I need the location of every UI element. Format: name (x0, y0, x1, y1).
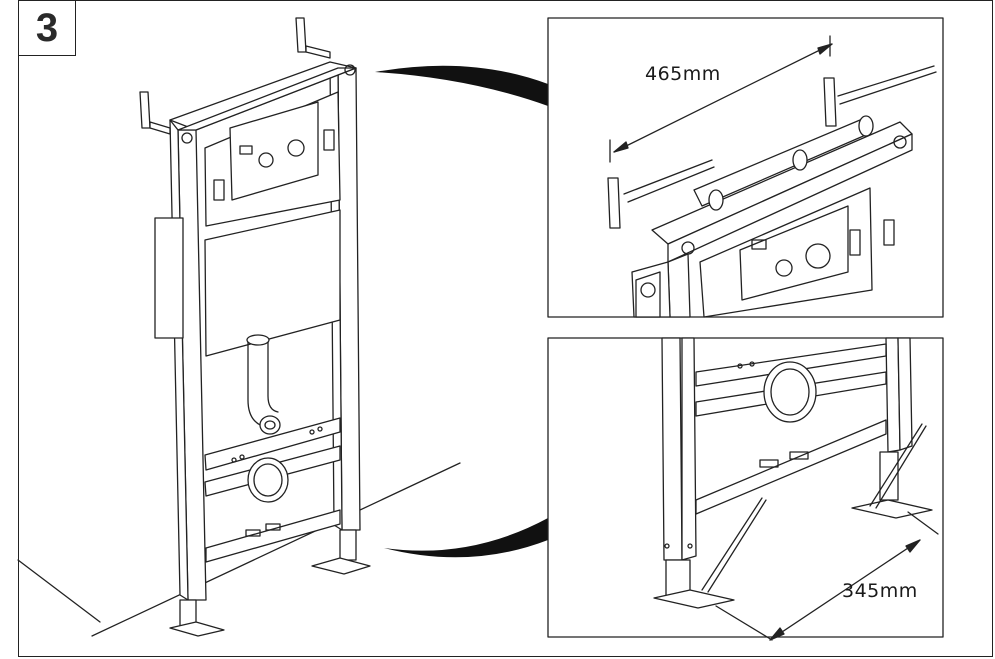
floor-wall-lines (17, 462, 461, 637)
step-number: 3 (35, 5, 59, 50)
page-frame (18, 0, 993, 657)
detail-top-box (547, 17, 944, 318)
dimension-label-top: 465mm (645, 63, 721, 85)
detail-bottom-box (547, 337, 944, 641)
main-frame-drawing (139, 17, 371, 637)
dimension-label-bottom: 345mm (842, 580, 918, 602)
callout-arrows (375, 65, 548, 558)
step-number-badge: 3 (18, 0, 76, 56)
